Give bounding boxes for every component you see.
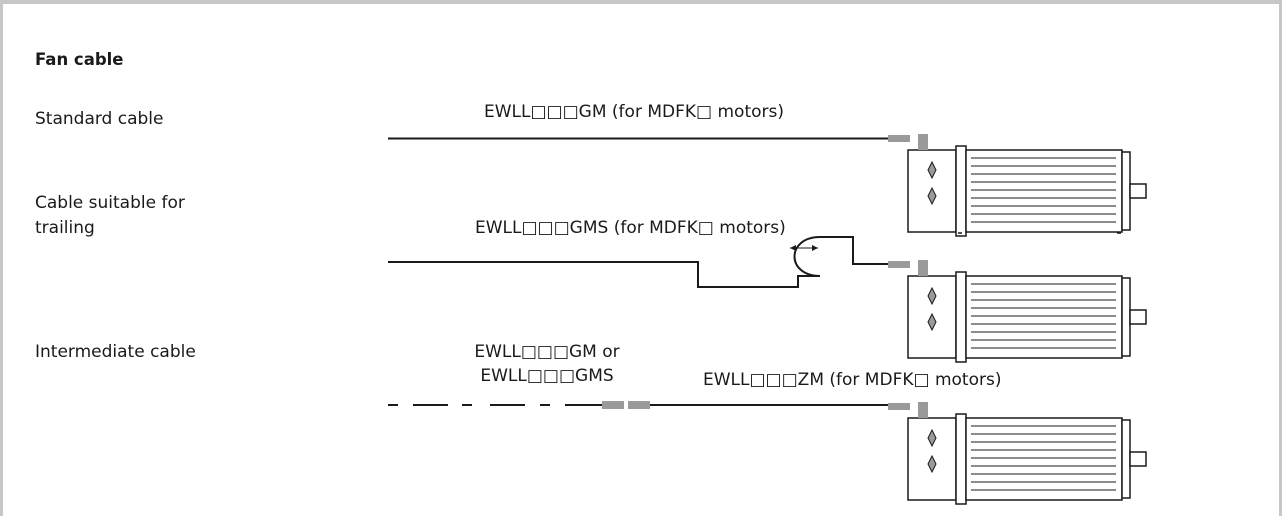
motor-standard xyxy=(887,133,1147,237)
cable-label-trailing: EWLL□□□GMS (for MDFK□ motors) xyxy=(475,218,786,238)
cable-label-input-line2: EWLL□□□GMS xyxy=(480,366,614,386)
row-label-standard-cable: Standard cable xyxy=(35,109,164,129)
row-label-trailing-line2: trailing xyxy=(35,218,95,238)
motor-intermediate xyxy=(887,401,1147,505)
cable-label-input-line1: EWLL□□□GM or xyxy=(474,342,620,362)
cable-label-intermediate: EWLL□□□ZM (for MDFK□ motors) xyxy=(703,370,1002,390)
section-title: Fan cable xyxy=(35,50,124,69)
cable-label-standard: EWLL□□□GM (for MDFK□ motors) xyxy=(484,102,784,122)
row-label-trailing-line1: Cable suitable for xyxy=(35,193,185,213)
motor-trailing xyxy=(887,259,1147,363)
row-label-intermediate-cable: Intermediate cable xyxy=(35,342,196,362)
